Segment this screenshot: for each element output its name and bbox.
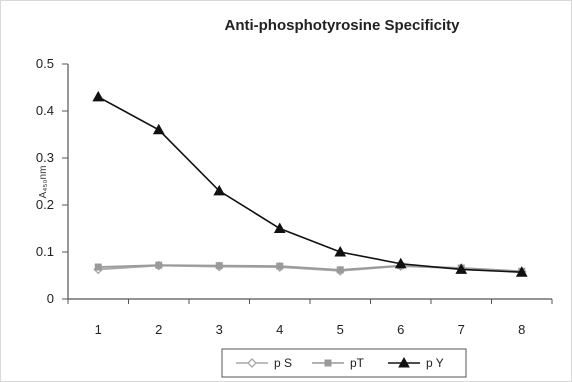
y-tick-label: 0.2 <box>36 197 54 212</box>
plot-area: 0 0.1 0.2 0.3 0.4 0.5 1 2 3 4 5 6 7 8 A₄₅₀nm <box>36 56 553 337</box>
data-point-pT <box>155 261 163 269</box>
data-point-pY <box>273 222 286 233</box>
y-axis-label: A₄₅₀nm <box>38 166 49 199</box>
x-tick-label: 4 <box>276 322 283 337</box>
y-tick-label: 0.1 <box>36 244 54 259</box>
y-tick-label: 0.3 <box>36 150 54 165</box>
data-point-pY <box>152 123 165 135</box>
data-point-pY <box>394 257 407 269</box>
y-tick-label: 0.5 <box>36 56 54 71</box>
legend-label-pT: pT <box>350 356 365 370</box>
data-point-pY <box>213 184 226 196</box>
y-tick-label: 0 <box>47 291 54 306</box>
legend-label-pS: p S <box>274 356 292 370</box>
x-tick-label: 3 <box>216 322 223 337</box>
legend-item-pY: p Y <box>388 356 444 370</box>
legend: p S pT p Y <box>221 348 467 378</box>
x-tick-label: 1 <box>95 322 102 337</box>
data-point-pY <box>515 266 528 277</box>
legend-item-pS: p S <box>236 356 292 370</box>
series-line-pT <box>98 264 522 273</box>
data-point-pT <box>215 262 223 270</box>
chart-title: Anti-phosphotyrosine Specificity <box>224 17 460 34</box>
data-point-pT <box>276 262 284 270</box>
x-tick-label: 7 <box>458 322 465 337</box>
x-tick-label: 6 <box>397 322 404 337</box>
x-tick-label: 8 <box>518 322 525 337</box>
data-point-pT <box>336 266 344 274</box>
legend-marker-pY <box>398 356 410 368</box>
data-point-pY <box>334 245 347 257</box>
series-line-pY <box>97 96 522 274</box>
legend-label-pY: p Y <box>426 356 444 370</box>
data-point-pY <box>92 90 105 102</box>
legend-marker-pT <box>324 359 332 367</box>
data-point-pY <box>455 263 468 274</box>
data-point-pT <box>94 263 102 271</box>
x-tick-label: 2 <box>155 322 162 337</box>
y-tick-label: 0.4 <box>36 103 54 118</box>
legend-marker-pS <box>247 358 257 368</box>
series-pY <box>92 90 528 277</box>
x-tick-label: 5 <box>337 322 344 337</box>
legend-item-pT: pT <box>312 356 365 370</box>
